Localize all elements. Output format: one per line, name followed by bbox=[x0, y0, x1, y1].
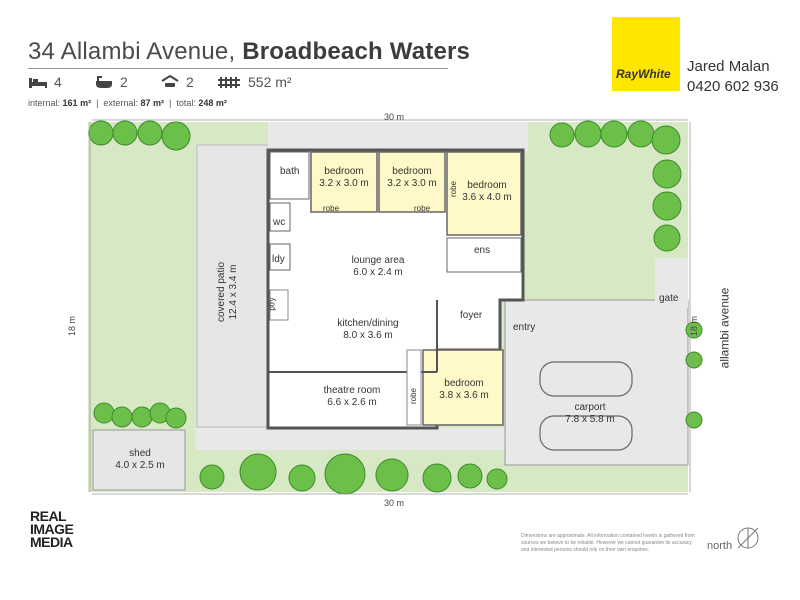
property-address: 34 Allambi Avenue, Broadbeach Waters bbox=[28, 38, 470, 66]
internal-value: 161 m² bbox=[62, 98, 92, 108]
bedroom-3-size: 3.6 x 4.0 m bbox=[462, 192, 512, 203]
bedroom-3 bbox=[446, 151, 522, 236]
dim-left: 18 m bbox=[67, 315, 78, 337]
disclaimer: Dimensions are approximate. All informat… bbox=[521, 533, 695, 553]
label-lounge: lounge area 6.0 x 2.4 m bbox=[338, 255, 418, 279]
brand-name: RayWhite bbox=[616, 67, 671, 81]
real-image-media-logo: REAL IMAGE MEDIA bbox=[30, 508, 74, 550]
street-name: allambi avenue bbox=[717, 287, 732, 369]
bath-room bbox=[269, 151, 310, 200]
label-bedroom-2: bedroom 3.2 x 3.0 m bbox=[379, 166, 445, 190]
bed-icon bbox=[29, 78, 47, 88]
feature-land-size: 552 m² bbox=[218, 74, 292, 90]
bedroom-1-name: bedroom bbox=[324, 166, 364, 177]
total-label: total: bbox=[176, 98, 196, 108]
label-ens: ens bbox=[474, 245, 491, 256]
lounge-name: lounge area bbox=[351, 255, 405, 266]
bedroom-4-size: 3.8 x 3.6 m bbox=[439, 390, 489, 401]
label-bedroom-3: bedroom 3.6 x 4.0 m bbox=[452, 180, 522, 204]
carport-size: 7.8 x 5.8 m bbox=[565, 414, 615, 425]
external-label: external: bbox=[103, 98, 138, 108]
fence-icon bbox=[218, 77, 240, 88]
north-arrow bbox=[737, 527, 759, 549]
label-carport: carport 7.8 x 5.8 m bbox=[550, 402, 630, 426]
north-label: north bbox=[707, 540, 733, 552]
label-robe-2: robe bbox=[414, 204, 431, 213]
feature-carspaces: 2 bbox=[160, 74, 194, 90]
bath-icon bbox=[96, 76, 112, 88]
bathrooms-count: 2 bbox=[120, 74, 128, 90]
bedroom-3-name: bedroom bbox=[467, 180, 507, 191]
label-robe-4: robe bbox=[409, 387, 419, 405]
bedroom-1 bbox=[310, 151, 378, 213]
label-ldy: ldy bbox=[272, 254, 285, 265]
label-patio: covered patio 12.4 x 3.4 m bbox=[216, 252, 240, 332]
covered-patio-area bbox=[196, 144, 270, 428]
land-size: 552 m² bbox=[248, 74, 292, 90]
bedroom-4-name: bedroom bbox=[444, 378, 484, 389]
ensuite-room bbox=[446, 237, 522, 273]
carport-name: carport bbox=[574, 402, 606, 413]
label-entry: entry bbox=[513, 322, 536, 333]
floor-areas: internal: 161 m² | external: 87 m² | tot… bbox=[28, 98, 227, 108]
theatre-name: theatre room bbox=[323, 385, 381, 396]
bedroom-1-size: 3.2 x 3.0 m bbox=[319, 178, 369, 189]
logo-line-1: REAL bbox=[30, 508, 67, 524]
car-icon bbox=[161, 75, 179, 87]
laundry-room bbox=[269, 243, 291, 271]
cars bbox=[539, 361, 633, 451]
logo-line-3: MEDIA bbox=[30, 534, 73, 550]
dim-top: 30 m bbox=[384, 112, 405, 122]
bedroom-2-name: bedroom bbox=[392, 166, 432, 177]
raywhite-logo: RayWhite bbox=[612, 17, 680, 91]
label-robe-3: robe bbox=[449, 180, 459, 198]
title-underline bbox=[28, 68, 448, 69]
bedrooms-count: 4 bbox=[54, 74, 62, 90]
patio-name: covered patio bbox=[216, 261, 227, 323]
label-robe-1: robe bbox=[323, 204, 340, 213]
address-street: 34 Allambi Avenue, bbox=[28, 38, 236, 65]
feature-bedrooms: 4 bbox=[28, 74, 62, 90]
bedroom-2 bbox=[378, 151, 446, 213]
label-bedroom-1: bedroom 3.2 x 3.0 m bbox=[311, 166, 377, 190]
shed bbox=[92, 429, 186, 491]
logo-line-2: IMAGE bbox=[30, 521, 74, 537]
carspaces-count: 2 bbox=[186, 74, 194, 90]
total-value: 248 m² bbox=[198, 98, 227, 108]
robe-4-box bbox=[406, 349, 422, 426]
gate-path bbox=[655, 258, 688, 308]
patio-size: 12.4 x 3.4 m bbox=[228, 264, 239, 320]
label-theatre: theatre room 6.6 x 2.6 m bbox=[302, 385, 402, 409]
agent-phone: 0420 602 936 bbox=[687, 78, 779, 95]
label-shed: shed 4.0 x 2.5 m bbox=[100, 448, 180, 472]
label-bath: bath bbox=[280, 166, 300, 177]
address-suburb: Broadbeach Waters bbox=[242, 38, 471, 65]
wc-room bbox=[269, 202, 291, 232]
external-value: 87 m² bbox=[140, 98, 164, 108]
bedroom-2-size: 3.2 x 3.0 m bbox=[387, 178, 437, 189]
label-bedroom-4: bedroom 3.8 x 3.6 m bbox=[428, 378, 500, 402]
carport bbox=[504, 299, 689, 466]
dim-bottom: 30 m bbox=[384, 498, 405, 508]
label-gate: gate bbox=[659, 293, 679, 304]
label-kitchen: kitchen/dining 8.0 x 3.6 m bbox=[318, 318, 418, 342]
kitchen-size: 8.0 x 3.6 m bbox=[343, 330, 393, 341]
pantry bbox=[269, 289, 289, 321]
label-wc: wc bbox=[273, 217, 286, 228]
shed-size: 4.0 x 2.5 m bbox=[115, 460, 165, 471]
dim-right: 18 m bbox=[689, 315, 700, 337]
internal-label: internal: bbox=[28, 98, 61, 108]
shed-name: shed bbox=[129, 448, 151, 459]
lounge-size: 6.0 x 2.4 m bbox=[353, 267, 403, 278]
feature-bathrooms: 2 bbox=[94, 74, 128, 90]
agent-name: Jared Malan bbox=[687, 58, 770, 75]
trees bbox=[88, 120, 703, 495]
side-paving-top bbox=[268, 122, 528, 152]
label-ptry: ptry bbox=[267, 297, 277, 311]
theatre-size: 6.6 x 2.6 m bbox=[327, 397, 377, 408]
side-paving-bottom bbox=[195, 428, 505, 450]
label-foyer: foyer bbox=[460, 310, 483, 321]
kitchen-name: kitchen/dining bbox=[337, 318, 399, 329]
